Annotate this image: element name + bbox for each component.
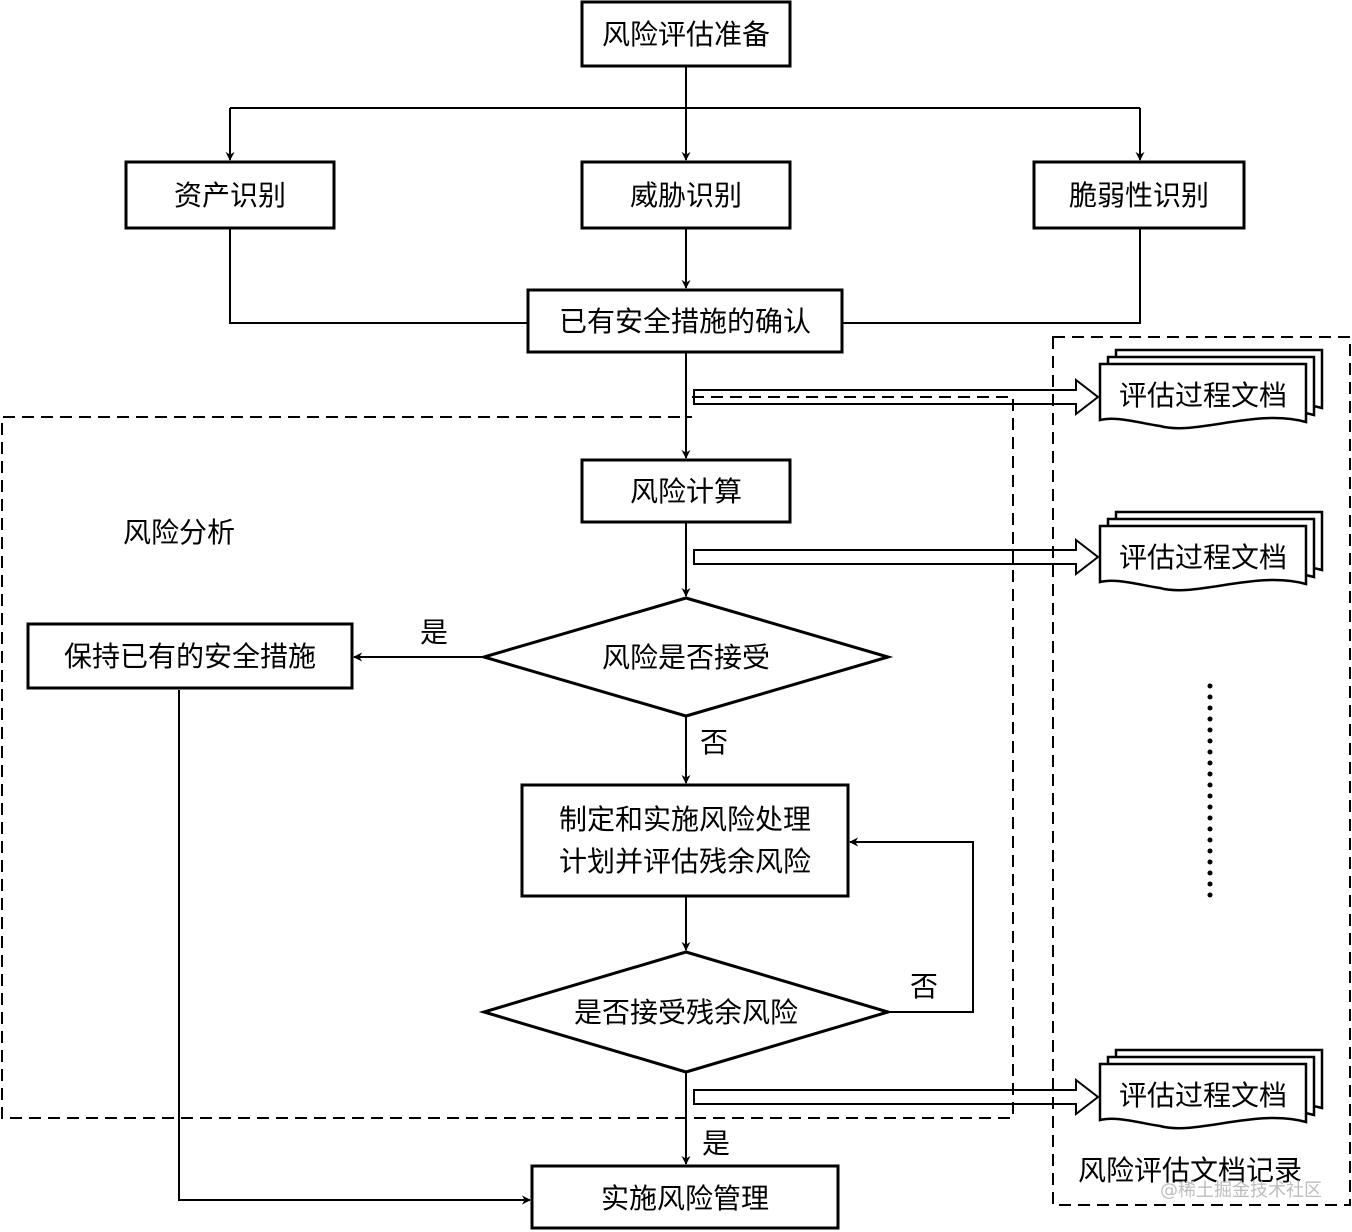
label-no-residual: 否 <box>910 970 938 1003</box>
node-confirm: 已有安全措施的确认 <box>526 288 844 354</box>
label-yes-accept: 是 <box>420 616 448 649</box>
node-confirm-label: 已有安全措施的确认 <box>559 305 811 338</box>
document-label: 评估过程文档 <box>1119 541 1287 574</box>
node-calc-label: 风险计算 <box>630 475 742 508</box>
document-arrows <box>693 377 1100 1117</box>
label-no-accept: 否 <box>700 726 728 759</box>
ellipsis-dot <box>1207 782 1213 788</box>
node-plan-label-2: 计划并评估残余风险 <box>559 845 811 878</box>
ellipsis-dot <box>1207 760 1213 766</box>
document-records-label: 风险评估文档记录 <box>1078 1154 1302 1187</box>
ellipsis-dot <box>1207 848 1213 854</box>
ellipsis-dot <box>1207 859 1213 865</box>
document-sheet <box>1098 524 1308 592</box>
node-keep-label: 保持已有的安全措施 <box>64 640 316 673</box>
label-yes-residual: 是 <box>702 1127 730 1160</box>
decision-residual: 是否接受残余风险 <box>478 950 894 1074</box>
node-vulnerability: 脆弱性识别 <box>1032 160 1246 230</box>
node-calc: 风险计算 <box>580 458 792 524</box>
ellipsis-dot <box>1207 738 1213 744</box>
node-implement: 实施风险管理 <box>530 1164 840 1230</box>
node-vulnerability-label: 脆弱性识别 <box>1069 179 1209 212</box>
ellipsis-dot <box>1207 749 1213 755</box>
node-keep: 保持已有的安全措施 <box>26 622 354 690</box>
ellipsis-dot <box>1207 716 1213 722</box>
document-stack: 评估过程文档 <box>1098 510 1324 592</box>
node-implement-label: 实施风险管理 <box>601 1182 769 1215</box>
document-sheet <box>1098 1062 1308 1130</box>
document-stack: 评估过程文档 <box>1098 1048 1324 1130</box>
risk-analysis-label: 风险分析 <box>123 516 235 549</box>
ellipsis-dot <box>1207 793 1213 799</box>
ellipsis-dot <box>1207 892 1213 898</box>
connectors <box>178 66 1145 1205</box>
decision-accept: 风险是否接受 <box>478 596 894 718</box>
document-records-region: 风险评估文档记录 <box>1052 336 1351 1206</box>
document-label: 评估过程文档 <box>1119 379 1287 412</box>
node-asset-label: 资产识别 <box>174 179 286 212</box>
ellipsis-dot <box>1207 826 1213 832</box>
document-sheet <box>1098 362 1308 430</box>
node-prepare: 风险评估准备 <box>580 0 792 68</box>
ellipsis-dot <box>1207 771 1213 777</box>
ellipsis-dots <box>1207 683 1213 898</box>
ellipsis-dot <box>1207 881 1213 887</box>
watermark: @稀土掘金技术社区 <box>1160 1180 1322 1201</box>
ellipsis-dot <box>1207 870 1213 876</box>
node-plan-label-1: 制定和实施风险处理 <box>559 803 811 836</box>
node-threat-label: 威胁识别 <box>630 179 742 212</box>
ellipsis-dot <box>1207 694 1213 700</box>
ellipsis-dot <box>1207 705 1213 711</box>
node-prepare-label: 风险评估准备 <box>602 18 770 51</box>
decision-residual-label: 是否接受残余风险 <box>574 996 798 1029</box>
node-asset: 资产识别 <box>124 160 336 230</box>
ellipsis-dot <box>1207 683 1213 689</box>
ellipsis-dot <box>1207 815 1213 821</box>
risk-analysis-region: 风险分析 <box>1 396 1014 1119</box>
document-label: 评估过程文档 <box>1119 1079 1287 1112</box>
document-stack: 评估过程文档 <box>1098 348 1324 430</box>
node-plan: 制定和实施风险处理 计划并评估残余风险 <box>520 783 850 898</box>
decision-accept-label: 风险是否接受 <box>602 641 770 674</box>
node-threat: 威胁识别 <box>580 160 792 230</box>
ellipsis-dot <box>1207 837 1213 843</box>
ellipsis-dot <box>1207 804 1213 810</box>
ellipsis-dot <box>1207 727 1213 733</box>
